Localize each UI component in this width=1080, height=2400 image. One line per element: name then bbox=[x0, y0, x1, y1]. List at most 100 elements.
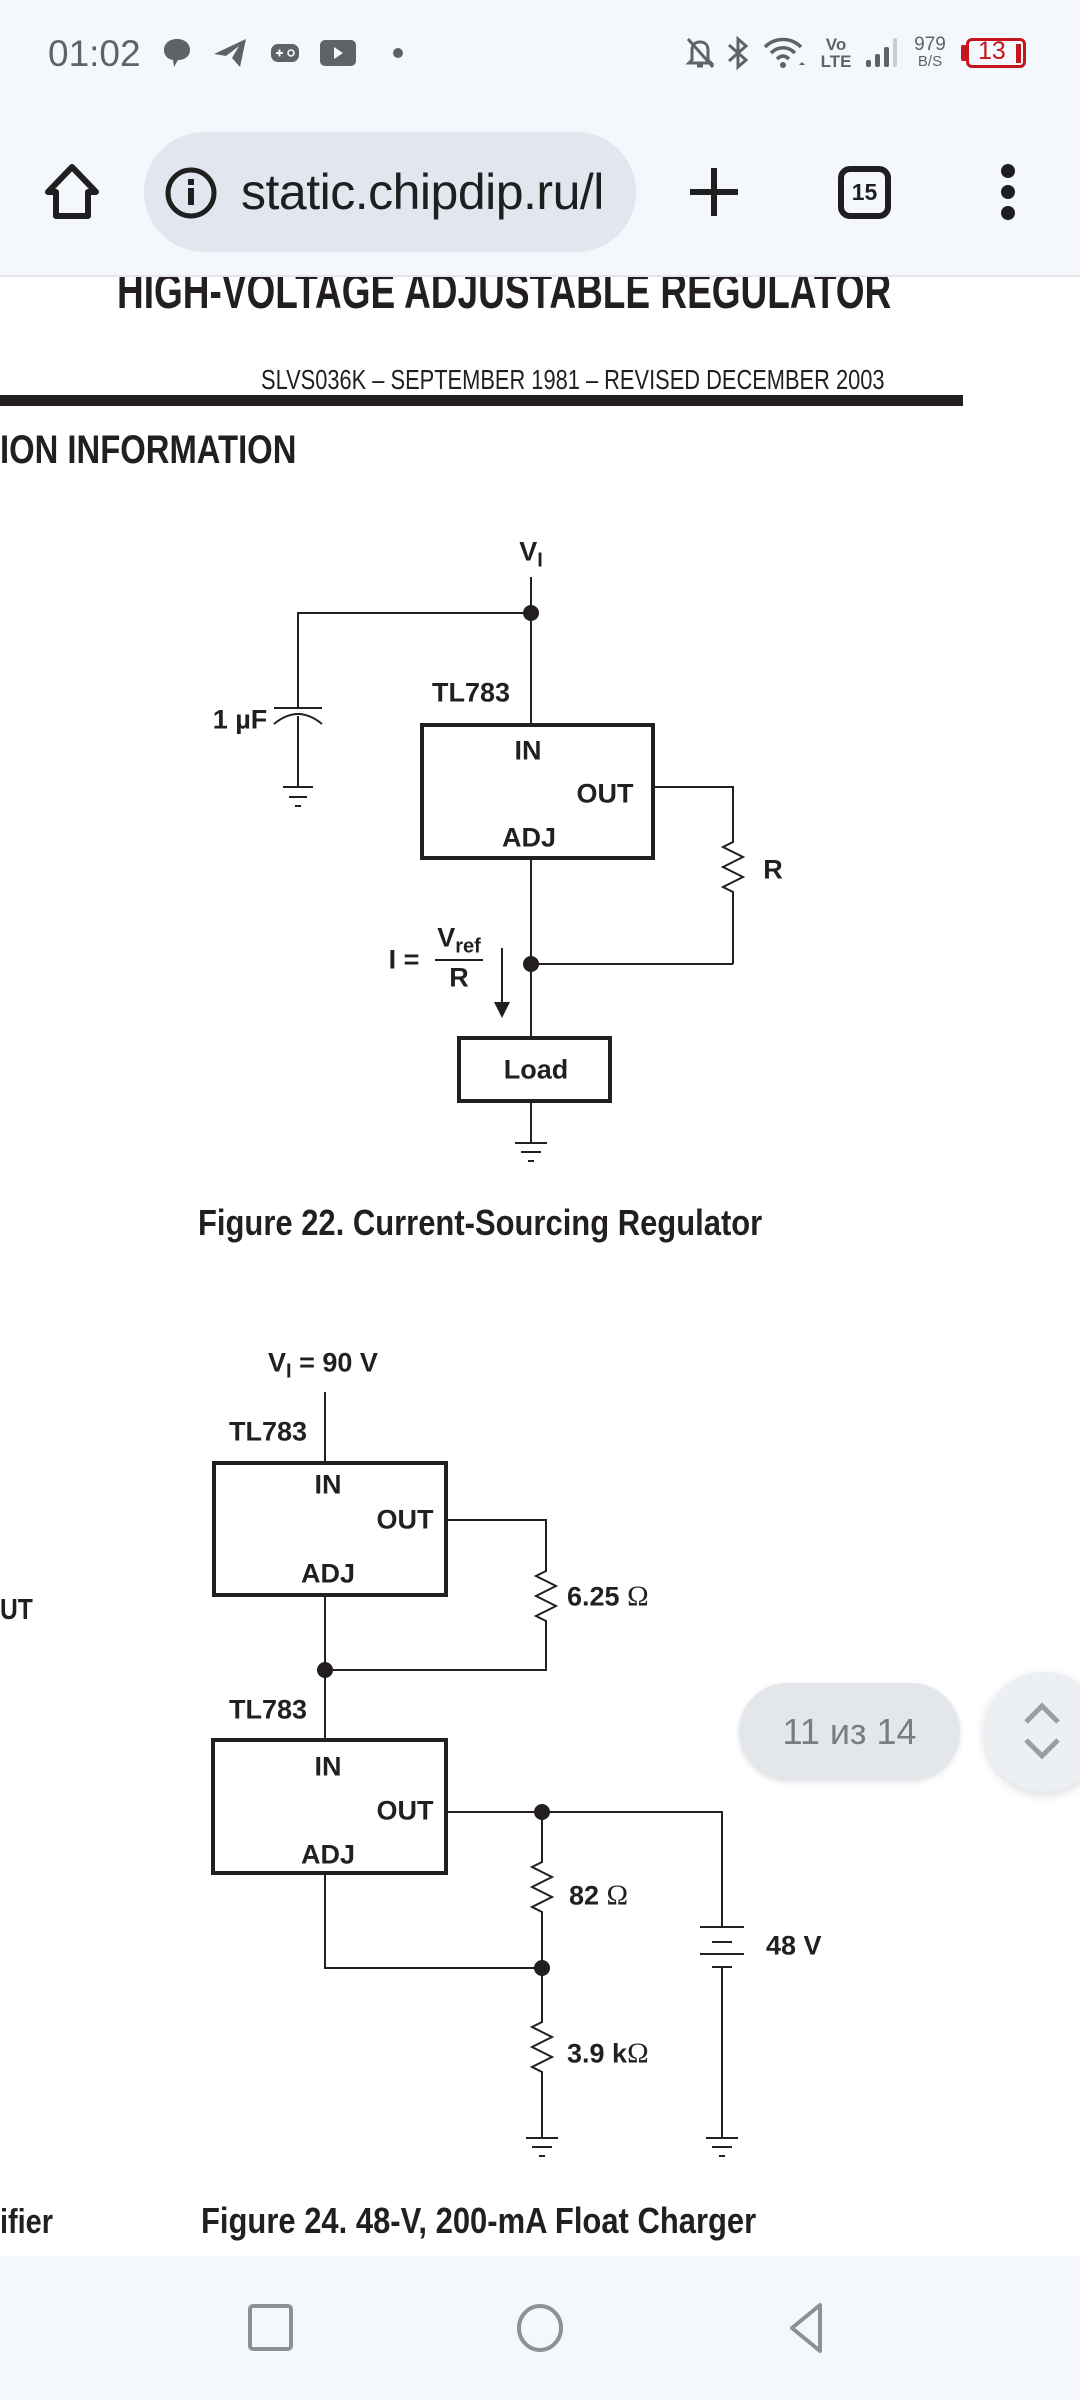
fig24-ic2-box bbox=[211, 1738, 448, 1875]
home-button[interactable] bbox=[510, 2296, 570, 2360]
fig22-resistor-r bbox=[720, 838, 746, 964]
back-button[interactable] bbox=[776, 2296, 836, 2360]
fig22-load-label: Load bbox=[503, 1054, 569, 1085]
gamepad-icon bbox=[271, 44, 299, 62]
fig22-formula-lhs: I = bbox=[388, 944, 420, 975]
r2-value: 82 bbox=[569, 1880, 607, 1911]
fig22-vi-label: VI bbox=[519, 536, 543, 572]
bluetooth-icon bbox=[728, 36, 749, 70]
fig22-ground-1 bbox=[283, 786, 313, 807]
url-bar[interactable] bbox=[144, 132, 636, 252]
fig24-battery-label: 48 V bbox=[766, 1930, 822, 1961]
volte-top: Vo bbox=[825, 35, 847, 54]
fig22-cap-wire bbox=[297, 612, 531, 708]
telegram-icon bbox=[214, 39, 246, 67]
fig24-ic1-out-wire bbox=[446, 1519, 547, 1567]
fig22-formula-numerator: Vref bbox=[437, 922, 481, 958]
fig24-ic2-pin-out: OUT bbox=[376, 1795, 434, 1826]
fig22-ic-box bbox=[420, 723, 655, 860]
fig22-capacitor-label: 1 µF bbox=[212, 704, 268, 735]
fig22-pin-adj: ADJ bbox=[501, 822, 557, 853]
youtube-icon bbox=[320, 40, 356, 66]
status-time: 01:02 bbox=[48, 33, 141, 74]
net-speed-value: 979 bbox=[914, 34, 946, 55]
fig24-node-out bbox=[534, 1804, 550, 1820]
net-speed-unit: B/S bbox=[917, 53, 943, 70]
section-heading: ION INFORMATION bbox=[0, 428, 297, 472]
fig24-ic2-pin-adj: ADJ bbox=[300, 1839, 356, 1870]
fig24-resistor-82r bbox=[529, 1812, 555, 2018]
ohm-symbol: Ω bbox=[627, 1580, 649, 1613]
more-vert-icon[interactable] bbox=[968, 152, 1048, 232]
tab-count: 15 bbox=[838, 166, 891, 219]
battery-level: 13 bbox=[978, 37, 1006, 65]
chevron-up-down-icon bbox=[1024, 1702, 1060, 1760]
info-icon[interactable] bbox=[164, 166, 218, 220]
fig24-ground-1 bbox=[526, 2137, 558, 2157]
fig22-ground-2 bbox=[515, 1142, 547, 1162]
recents-button[interactable] bbox=[240, 2296, 300, 2360]
fig24-ic2-label: TL783 bbox=[228, 1694, 308, 1725]
fig24-resistor-3k9 bbox=[529, 2018, 555, 2138]
volte-icon: Vo LTE bbox=[818, 36, 854, 70]
plus-icon[interactable] bbox=[674, 152, 754, 232]
url-text[interactable]: static.chipdip.ru/l bbox=[241, 164, 604, 220]
vi-text: V bbox=[268, 1347, 287, 1378]
system-navigation-bar bbox=[0, 2256, 1080, 2400]
fig24-r2-label: 82 Ω bbox=[569, 1880, 628, 1913]
vi-value: = 90 V bbox=[291, 1347, 378, 1378]
fig24-r3-label: 3.9 kΩ bbox=[567, 2038, 649, 2071]
fig24-r1-label: 6.25 Ω bbox=[567, 1581, 649, 1614]
vref-text: V bbox=[437, 922, 456, 953]
signal-icon bbox=[866, 38, 897, 67]
r3-value: 3.9 k bbox=[567, 2038, 628, 2069]
find-navigation-button[interactable] bbox=[984, 1672, 1080, 1792]
left-column-fragment: UT bbox=[0, 1594, 33, 1626]
vi-subscript: I bbox=[537, 549, 543, 572]
fig24-node-adj bbox=[534, 1960, 550, 1976]
fig22-node-vi bbox=[523, 605, 539, 621]
header-rule bbox=[0, 395, 963, 406]
left-column-fragment: ifier bbox=[0, 2203, 54, 2241]
chat-bubble-icon bbox=[164, 39, 190, 67]
fig22-out-wire bbox=[653, 786, 734, 838]
ohm-symbol: Ω bbox=[606, 1879, 629, 1912]
fig24-ic1-pin-out: OUT bbox=[376, 1504, 434, 1535]
fig24-ic1-box bbox=[212, 1461, 448, 1597]
fig22-resistor-label: R bbox=[763, 854, 783, 885]
fig22-pin-out: OUT bbox=[576, 778, 634, 809]
fig24-ic2-pin-in: IN bbox=[314, 1751, 342, 1782]
battery-fill bbox=[1016, 44, 1021, 63]
fig22-ic-label: TL783 bbox=[431, 677, 511, 708]
fig24-vi-label: VI = 90 V bbox=[268, 1347, 378, 1383]
r1-value: 6.25 bbox=[567, 1581, 628, 1612]
vi-text: V bbox=[519, 536, 538, 567]
fig22-formula-denominator: R bbox=[449, 962, 469, 993]
figure24-caption: Figure 24. 48-V, 200-mA Float Charger bbox=[201, 2200, 757, 2241]
tab-switcher-button[interactable]: 15 bbox=[824, 152, 904, 232]
fig22-cap-plate-curved bbox=[273, 713, 323, 725]
vi-subscript: I bbox=[286, 1360, 292, 1383]
bell-off-icon bbox=[685, 38, 715, 68]
fig22-pin-in: IN bbox=[514, 735, 542, 766]
network-speed: 979 B/S bbox=[910, 34, 950, 70]
browser-chrome: 01:02 Vo LTE bbox=[0, 0, 1080, 277]
document-id-line: SLVS036K – SEPTEMBER 1981 – REVISED DECE… bbox=[261, 364, 885, 395]
fig24-ic2-adj-wire bbox=[324, 1873, 542, 1969]
figure22-caption: Figure 22. Current-Sourcing Regulator bbox=[198, 1202, 763, 1243]
fig24-ic1-pin-adj: ADJ bbox=[300, 1558, 356, 1589]
find-match-counter[interactable]: 11 из 14 bbox=[739, 1683, 960, 1780]
fig24-node-mid bbox=[317, 1662, 333, 1678]
fig22-arrow-head bbox=[494, 1002, 510, 1018]
battery-icon bbox=[966, 38, 1026, 68]
fig24-ground-2 bbox=[706, 2137, 738, 2157]
vref-subscript: ref bbox=[455, 935, 481, 958]
notification-dot-icon bbox=[393, 48, 403, 58]
fig24-ic1-label: TL783 bbox=[228, 1416, 308, 1447]
fig24-resistor-6r25 bbox=[325, 1567, 559, 1671]
wifi-icon bbox=[763, 37, 805, 68]
home-icon[interactable] bbox=[32, 152, 112, 232]
fig22-load-box bbox=[457, 1036, 612, 1103]
fig24-battery-plates bbox=[700, 1926, 744, 1968]
